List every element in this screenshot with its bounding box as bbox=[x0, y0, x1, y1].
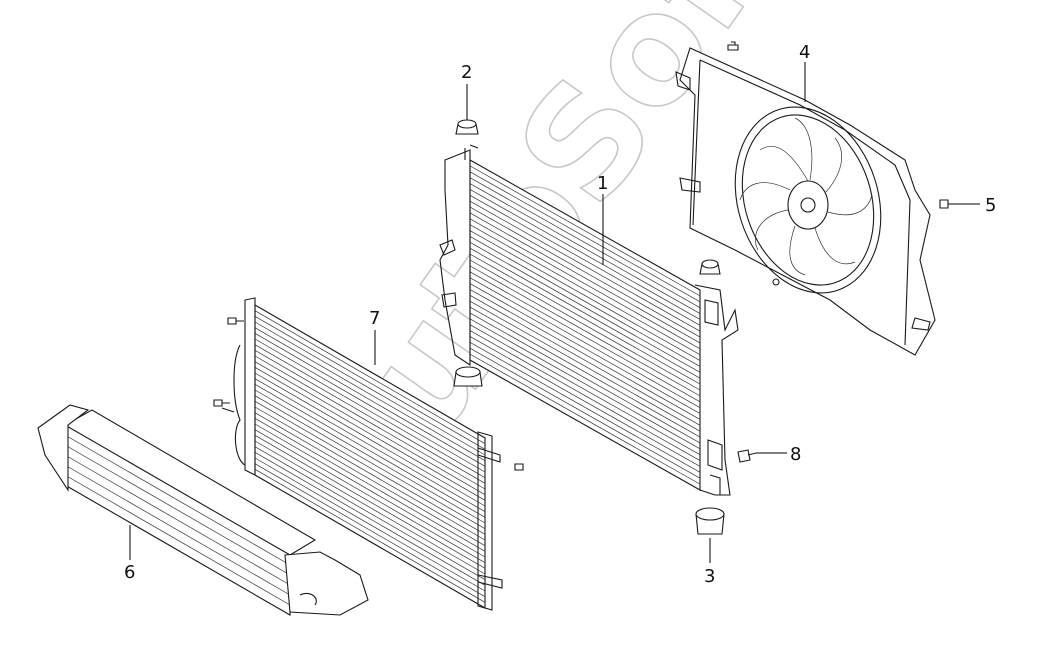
core-fin-line bbox=[469, 247, 701, 379]
core-fin-line bbox=[469, 353, 701, 485]
core-fin-line bbox=[254, 435, 486, 569]
core-fin-line bbox=[254, 310, 486, 444]
upper-mount-bushing bbox=[455, 119, 479, 135]
callout-2: 2 bbox=[461, 62, 472, 83]
core-fin-line bbox=[254, 389, 486, 524]
callout-5: 5 bbox=[985, 195, 996, 216]
radiator-cap bbox=[453, 366, 483, 387]
core-fin-line bbox=[64, 464, 291, 596]
core-fin-line bbox=[469, 230, 701, 361]
callout-7: 7 bbox=[369, 308, 380, 329]
core-fin-line bbox=[64, 454, 291, 586]
shroud-bolt-top bbox=[727, 41, 739, 51]
core-fin-line bbox=[469, 265, 701, 397]
core-fin-line bbox=[254, 327, 486, 461]
callout-labels: 1 2 3 4 5 6 7 8 bbox=[124, 42, 996, 587]
core-fin-line bbox=[469, 330, 701, 461]
core-fin-line bbox=[254, 355, 486, 490]
lower-mount-bushing bbox=[695, 507, 725, 535]
core-fin-line bbox=[469, 342, 701, 473]
core-fin-line bbox=[469, 206, 701, 338]
leader-lines bbox=[129, 62, 980, 563]
core-fin-line bbox=[254, 321, 486, 456]
core-fin-line bbox=[254, 440, 486, 575]
core-fin-line bbox=[469, 224, 701, 356]
intercooler bbox=[37, 404, 369, 616]
core-fin-line bbox=[469, 165, 701, 297]
core-fin-line bbox=[254, 344, 486, 478]
core-fin-line bbox=[469, 218, 701, 350]
core-fin-line bbox=[254, 316, 486, 450]
core-fin-line bbox=[469, 177, 701, 308]
core-fin-line bbox=[254, 401, 486, 535]
core-fin-line bbox=[469, 318, 701, 450]
core-fin-line bbox=[469, 324, 701, 456]
core-fin-line bbox=[254, 412, 486, 546]
core-fin-line bbox=[254, 446, 486, 580]
fan-shroud-assembly bbox=[675, 47, 936, 356]
condenser bbox=[221, 297, 503, 611]
core-fin-line bbox=[254, 367, 486, 501]
core-fin-line bbox=[254, 463, 486, 597]
drain-plug bbox=[737, 449, 757, 463]
core-fin-line bbox=[469, 259, 701, 391]
core-fin-line bbox=[254, 423, 486, 558]
core-fin-line bbox=[469, 189, 701, 320]
condenser-bolt-left bbox=[213, 399, 230, 407]
core-fin-line bbox=[469, 306, 701, 438]
core-fin-line bbox=[469, 289, 701, 420]
core-fin-line bbox=[254, 372, 486, 507]
core-fin-line bbox=[254, 429, 486, 563]
core-fin-line bbox=[469, 183, 701, 314]
core-fin-line bbox=[64, 444, 291, 576]
core-fin-line bbox=[469, 212, 701, 344]
condenser-bolt-right bbox=[514, 463, 524, 471]
callout-1: 1 bbox=[597, 173, 608, 194]
core-fin-line bbox=[254, 333, 486, 467]
core-fin-line bbox=[469, 171, 701, 303]
core-fin-line bbox=[469, 277, 701, 408]
core-fin-line bbox=[469, 300, 701, 432]
core-fin-line bbox=[469, 253, 701, 385]
callout-4: 4 bbox=[799, 42, 810, 63]
core-fin-line bbox=[254, 452, 486, 586]
core-fin-line bbox=[254, 395, 486, 529]
core-fin-line bbox=[254, 418, 486, 552]
core-fin-line bbox=[64, 434, 291, 566]
core-fin-line bbox=[254, 338, 486, 473]
core-fin-line bbox=[469, 271, 701, 403]
callout-6: 6 bbox=[124, 562, 135, 583]
bolt-5 bbox=[939, 199, 958, 209]
core-fin-line bbox=[469, 236, 701, 367]
callout-3: 3 bbox=[704, 566, 715, 587]
core-fin-line bbox=[254, 469, 486, 603]
core-fin-line bbox=[254, 457, 486, 592]
core-fin-line bbox=[469, 200, 701, 332]
core-fin-line bbox=[469, 194, 701, 326]
core-fin-line bbox=[64, 474, 291, 606]
upper-mount-bushing-right bbox=[699, 259, 721, 275]
condenser-bolt-top bbox=[227, 317, 244, 325]
core-fin-line bbox=[254, 378, 486, 512]
core-fin-line bbox=[469, 283, 701, 414]
core-fin-line bbox=[254, 350, 486, 484]
core-fin-line bbox=[469, 294, 701, 426]
radiator bbox=[439, 144, 739, 496]
core-fin-line bbox=[254, 406, 486, 541]
core-fin-line bbox=[469, 312, 701, 444]
core-fin-line bbox=[254, 361, 486, 495]
core-fin-line bbox=[469, 347, 701, 479]
core-fin-line bbox=[469, 336, 701, 467]
core-fin-line bbox=[469, 242, 701, 373]
callout-8: 8 bbox=[790, 444, 801, 465]
core-fin-line bbox=[254, 384, 486, 518]
